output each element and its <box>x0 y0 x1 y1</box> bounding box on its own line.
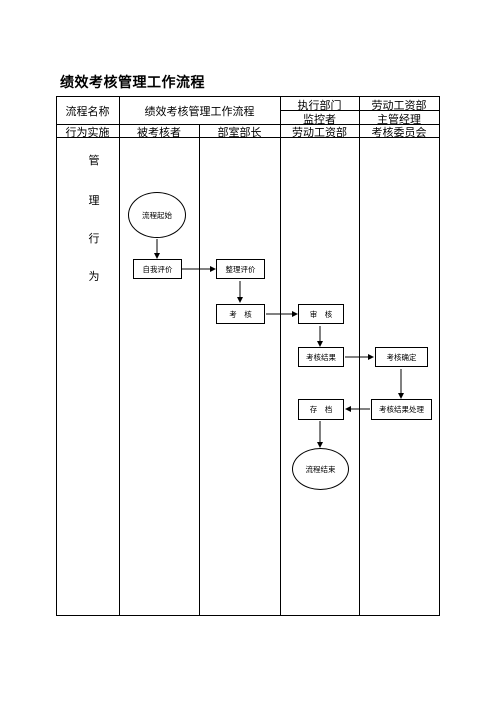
header-label-name: 流程名称 <box>65 105 110 118</box>
header-monitor-value: 主管经理 <box>377 113 421 126</box>
page-title: 绩效考核管理工作流程 <box>60 75 205 91</box>
header-exec-dept-value: 劳动工资部 <box>371 99 427 112</box>
side-label-char: 理 <box>88 194 100 207</box>
node-label: 流程结束 <box>305 464 336 474</box>
node-label: 存 档 <box>309 405 333 414</box>
header-behavior: 行为实施 <box>65 126 110 139</box>
node-flow-start: 流程起始 <box>128 192 186 238</box>
side-label-char: 管 <box>88 154 100 167</box>
node-label: 考核确定 <box>386 352 417 362</box>
node-label: 自我评价 <box>142 264 173 274</box>
node-label: 整理评价 <box>225 264 256 274</box>
header-monitor-label: 监控者 <box>303 113 336 126</box>
node-assessment-confirm: 考核确定 <box>375 347 428 367</box>
node-review: 审 核 <box>298 304 344 324</box>
node-organize-evaluation: 整理评价 <box>216 259 265 279</box>
node-label: 考核结果处理 <box>379 405 424 414</box>
node-assessment-result: 考核结果 <box>298 347 344 367</box>
node-label: 考核结果 <box>306 352 336 362</box>
node-assess: 考 核 <box>216 304 265 324</box>
header-flow-name: 绩效考核管理工作流程 <box>144 105 255 118</box>
node-label: 流程起始 <box>142 210 172 220</box>
node-flow-end: 流程结束 <box>292 448 349 490</box>
node-archive: 存 档 <box>298 399 344 420</box>
side-label-char: 行 <box>88 232 100 245</box>
lane-header-dept-head: 部室部长 <box>217 126 262 139</box>
lane-header-committee: 考核委员会 <box>371 126 427 139</box>
side-label-char: 为 <box>88 270 100 283</box>
node-self-evaluation: 自我评价 <box>133 259 182 279</box>
node-label: 考 核 <box>229 309 252 319</box>
lane-header-labor-wage: 劳动工资部 <box>292 126 347 139</box>
lane-header-assessee: 被考核者 <box>137 126 181 139</box>
node-result-handling: 考核结果处理 <box>371 399 432 420</box>
node-label: 审 核 <box>309 309 333 319</box>
header-exec-dept-label: 执行部门 <box>297 99 342 112</box>
